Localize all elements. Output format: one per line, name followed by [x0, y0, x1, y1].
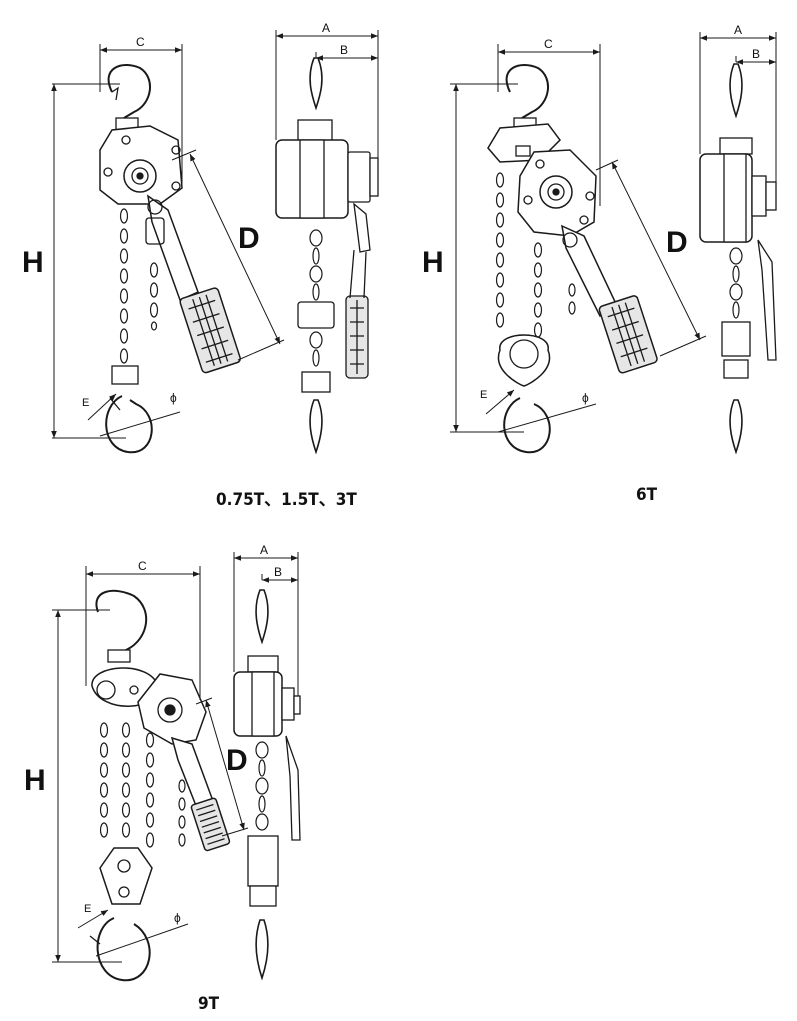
figure-small-dimensions	[51, 44, 285, 439]
fig3-label-b: B	[274, 565, 282, 579]
caption-6t: 6T	[636, 485, 658, 505]
figure-9t-front-view	[89, 589, 231, 982]
figure-small-side-dimensions	[275, 30, 379, 158]
figure-small-side-view	[275, 57, 379, 455]
fig3-label-d: D	[226, 744, 248, 777]
fig2-label-h: H	[422, 246, 444, 279]
fig1-label-a: A	[322, 21, 330, 35]
fig2-label-a: A	[734, 23, 742, 37]
fig1-label-c: C	[136, 35, 145, 49]
fig1-label-h: H	[22, 246, 44, 279]
fig2-label-e: E	[480, 389, 487, 401]
figure-6t-front-view	[487, 64, 658, 454]
figure-6t-side-view	[699, 63, 777, 455]
figure-9t-side-view	[233, 589, 301, 981]
fig1-label-phi: ϕ	[170, 391, 177, 405]
fig1-label-e: E	[82, 397, 89, 409]
fig2-label-b: B	[752, 47, 760, 61]
fig3-label-phi: ϕ	[174, 911, 181, 925]
figure-small-front-view	[99, 64, 241, 454]
fig2-label-d: D	[666, 226, 688, 259]
figure-6t-dimensions	[450, 44, 707, 433]
figure-9t-dimensions	[52, 566, 249, 963]
figure-9t-side-dimensions	[233, 552, 299, 696]
fig3-label-a: A	[260, 543, 268, 557]
caption-small-models: 0.75T、1.5T、3T	[216, 490, 357, 510]
fig3-label-h: H	[24, 764, 46, 797]
caption-9t: 9T	[198, 994, 220, 1014]
figure-6t-side-dimensions	[699, 32, 777, 182]
fig3-label-e: E	[84, 903, 91, 915]
fig1-label-b: B	[340, 43, 348, 57]
fig2-label-phi: ϕ	[582, 391, 589, 405]
fig1-label-d: D	[238, 222, 260, 255]
fig2-label-c: C	[544, 37, 553, 51]
fig3-label-c: C	[138, 559, 147, 573]
